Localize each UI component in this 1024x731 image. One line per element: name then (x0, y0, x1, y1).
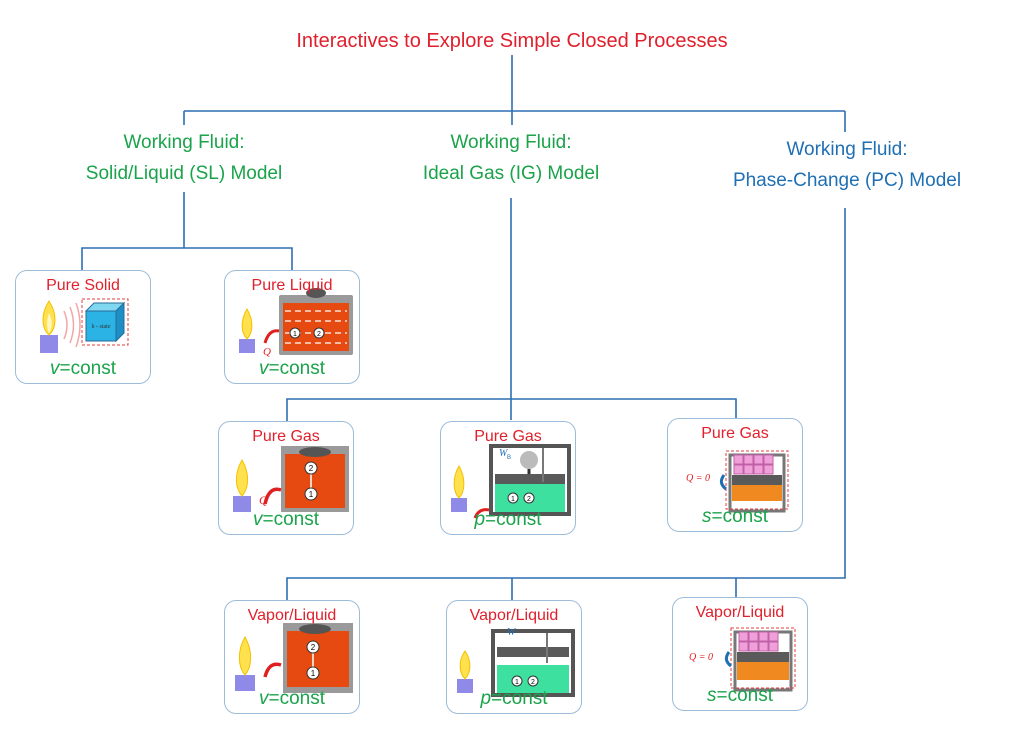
card-var: v (252, 509, 263, 530)
work-w-text: W (499, 448, 509, 459)
branch-phase-change: Working Fluid: Phase-Change (PC) Model (697, 134, 997, 196)
state-2-text: 2 (317, 331, 321, 338)
card-suffix: =const (59, 358, 116, 379)
card-title: Vapor/Liquid (469, 607, 559, 624)
card-pure-liquid-v-const[interactable]: 1 2 Q Pure Liquid v=const (224, 270, 360, 384)
work-sub-text: B (507, 455, 511, 461)
state-1-text: 1 (515, 679, 519, 686)
card-var: p (480, 688, 492, 709)
card-suffix: =const (268, 688, 325, 709)
state-1-text: 1 (511, 496, 515, 503)
state-2-text: 2 (531, 679, 535, 686)
branch-label-line2: Solid/Liquid (SL) Model (85, 163, 283, 184)
card-label: p=const (441, 509, 575, 531)
heated-solid-block-icon: h - state (40, 298, 129, 353)
card-suffix: =const (485, 509, 542, 530)
card-pure-solid-v-const[interactable]: h - state Pure Solid v=const (15, 270, 151, 384)
card-vapor-liquid-v-const[interactable]: 2 1 Vapor/Liquid v=const (224, 600, 360, 714)
card-title: Pure Solid (46, 277, 120, 294)
card-suffix: =const (268, 358, 325, 379)
piston-weight-heated-icon: W 1 2 (457, 627, 575, 697)
adiabatic-piston-icon: Q = 0 (686, 450, 789, 513)
card-pure-gas-p-const[interactable]: W B 1 2 Pure Gas p=const (440, 421, 576, 535)
rigid-tank-heated-icon: 2 1 (235, 623, 353, 693)
card-title: Vapor/Liquid (695, 604, 785, 621)
card-title: Vapor/Liquid (247, 607, 337, 624)
card-label: v=const (16, 358, 150, 380)
heat-zero-text: Q = 0 (689, 652, 713, 663)
state-2-text: 2 (309, 464, 314, 473)
state-1-text: 1 (293, 331, 297, 338)
card-var: v (258, 358, 269, 379)
state-2-text: 2 (527, 496, 531, 503)
branch-label-line1: Working Fluid: (123, 132, 245, 153)
card-var: v (49, 358, 60, 379)
card-label: v=const (225, 358, 359, 380)
block-state-text: h - state (92, 324, 111, 330)
branch-label-line1: Working Fluid: (450, 132, 572, 153)
heat-zero-text: Q = 0 (686, 473, 710, 484)
state-1-text: 1 (309, 490, 314, 499)
piston-weight-heated-icon: W B 1 2 (451, 444, 571, 519)
card-label: s=const (673, 685, 807, 707)
card-label: v=const (225, 688, 359, 710)
branch-label-line2: Phase-Change (PC) Model (732, 170, 962, 191)
state-1-text: 1 (311, 669, 316, 678)
diagram-title: Interactives to Explore Simple Closed Pr… (296, 30, 728, 52)
card-var: s (701, 506, 712, 527)
branch-solid-liquid: Working Fluid: Solid/Liquid (SL) Model (34, 127, 334, 189)
branch-label-line2: Ideal Gas (IG) Model (422, 163, 600, 184)
card-label: p=const (447, 688, 581, 710)
card-vapor-liquid-p-const[interactable]: W 1 2 Vapor/Liquid p=const (446, 600, 582, 714)
card-pure-gas-s-const[interactable]: Q = 0 Pure Gas s=const (667, 418, 803, 532)
card-title: Pure Liquid (251, 277, 333, 294)
branch-label-line1: Working Fluid: (786, 139, 908, 160)
card-var: s (706, 685, 717, 706)
card-var: v (258, 688, 269, 709)
connector-sl-down (81, 192, 293, 270)
card-label: v=const (219, 509, 353, 531)
card-suffix: =const (491, 688, 548, 709)
card-label: s=const (668, 506, 802, 528)
card-pure-gas-v-const[interactable]: 2 1 Q Pure Gas v=const (218, 421, 354, 535)
card-var: p (474, 509, 486, 530)
card-suffix: =const (711, 506, 768, 527)
adiabatic-piston-icon: Q = 0 (689, 627, 796, 692)
heat-q-text: Q (259, 493, 268, 507)
card-title: Pure Gas (474, 428, 542, 445)
rigid-tank-heated-icon: 1 2 Q (239, 288, 353, 358)
connector-ig-down (286, 198, 737, 421)
branch-ideal-gas: Working Fluid: Ideal Gas (IG) Model (361, 127, 661, 189)
heat-q-text: Q (263, 346, 271, 358)
card-suffix: =const (716, 685, 773, 706)
card-suffix: =const (262, 509, 319, 530)
rigid-tank-heated-icon: 2 1 Q (233, 446, 349, 512)
card-title: Pure Gas (701, 425, 769, 442)
card-vapor-liquid-s-const[interactable]: Q = 0 Vapor/Liquid s=const (672, 597, 808, 711)
state-2-text: 2 (311, 643, 316, 652)
connector-pc-down (286, 208, 846, 600)
work-w-text: W (507, 627, 517, 638)
card-title: Pure Gas (252, 428, 320, 445)
